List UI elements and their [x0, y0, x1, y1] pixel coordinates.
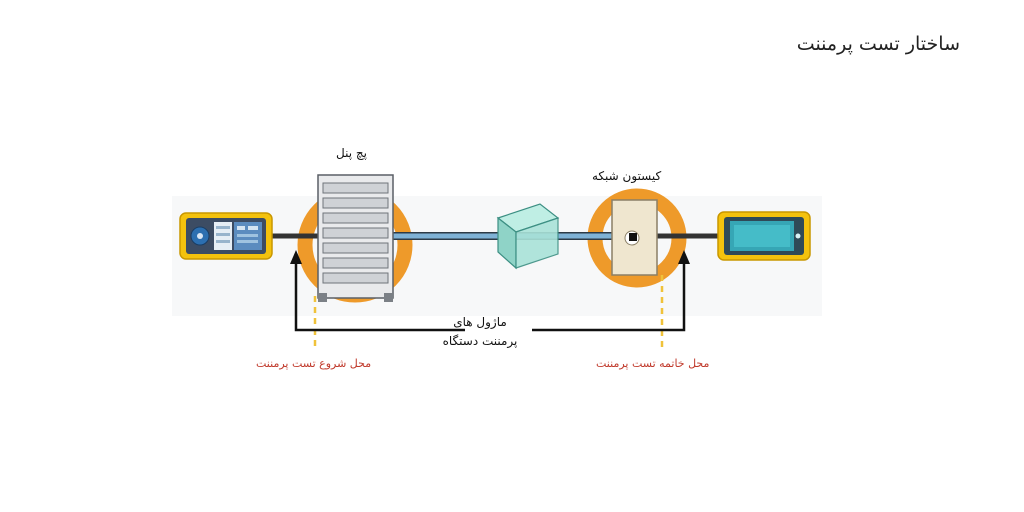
bracket-right	[532, 262, 686, 332]
cube-module-icon	[496, 203, 560, 270]
end-point-label: محل خاتمه تست پرمننت	[596, 357, 710, 370]
bracket-left	[294, 262, 465, 332]
diagram-background	[172, 196, 822, 316]
main-tester-icon	[179, 212, 273, 260]
keystone-jack-icon	[611, 199, 658, 276]
keystone-label: کیستون شبکه	[592, 169, 662, 183]
end-arrow-icon	[678, 250, 690, 264]
modules-label-line2: پرمننت دستگاه	[442, 334, 518, 348]
patch-panel-label: پچ پنل	[336, 146, 367, 160]
remote-tester-icon	[717, 211, 811, 261]
patch-panel-icon	[317, 174, 394, 302]
modules-label-line1: ماژول های	[453, 315, 507, 329]
start-arrow-icon	[290, 250, 302, 264]
start-point-label: محل شروع تست پرمننت	[256, 357, 372, 370]
modules-label: ماژول های پرمننت دستگاه	[405, 313, 555, 351]
page-title: ساختار تست پرمننت	[796, 33, 960, 55]
